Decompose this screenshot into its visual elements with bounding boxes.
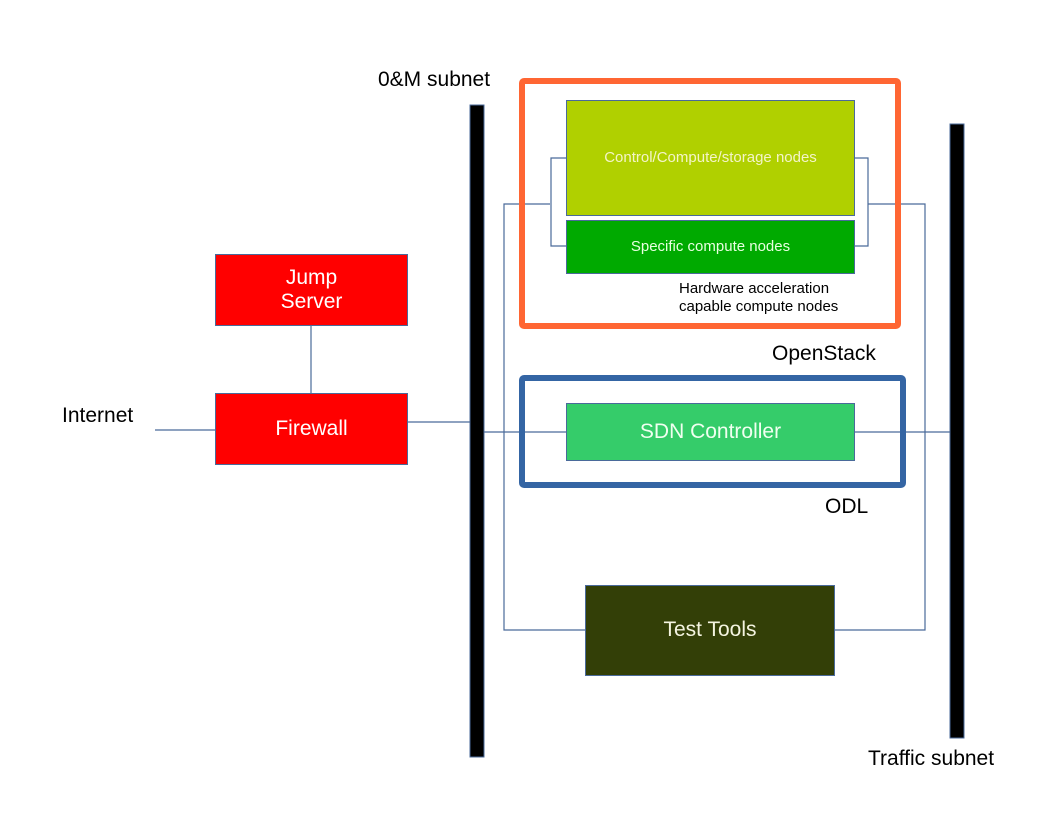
- om-subnet-label: 0&M subnet: [378, 68, 491, 91]
- odl-label: ODL: [825, 495, 869, 518]
- jump-server-label-line1: Jump: [285, 265, 338, 289]
- om-subnet-bar: [469, 104, 485, 758]
- firewall-label: Firewall: [275, 416, 348, 440]
- jump-server-node[interactable]: Jump Server: [215, 254, 408, 326]
- link-om-bus: [503, 203, 586, 631]
- control-compute-storage-label: Control/Compute/storage nodes: [604, 149, 817, 167]
- openstack-label: OpenStack: [772, 342, 876, 365]
- internet-label: Internet: [62, 404, 134, 427]
- specific-compute-label: Specific compute nodes: [630, 238, 791, 256]
- openstack-group-border: [519, 78, 901, 329]
- sdn-controller-label: SDN Controller: [639, 419, 782, 443]
- specific-compute-node[interactable]: Specific compute nodes: [566, 220, 855, 274]
- control-compute-storage-node[interactable]: Control/Compute/storage nodes: [566, 100, 855, 216]
- test-tools-node[interactable]: Test Tools: [585, 585, 835, 676]
- test-tools-label: Test Tools: [663, 618, 757, 642]
- hw-accel-label-line2: capable compute nodes: [679, 298, 839, 315]
- hw-accel-label: Hardware acceleration capable compute no…: [679, 280, 838, 316]
- firewall-node[interactable]: Firewall: [215, 393, 408, 465]
- jump-server-label-line2: Server: [280, 290, 343, 313]
- traffic-subnet-bar: [949, 123, 965, 739]
- link-left-bracket: [550, 157, 567, 247]
- odl-group-border: [519, 375, 906, 488]
- link-right-bracket: [854, 157, 869, 247]
- hw-accel-label-line1: Hardware acceleration: [679, 280, 830, 297]
- traffic-subnet-label: Traffic subnet: [868, 747, 995, 770]
- sdn-controller-node[interactable]: SDN Controller: [566, 403, 855, 461]
